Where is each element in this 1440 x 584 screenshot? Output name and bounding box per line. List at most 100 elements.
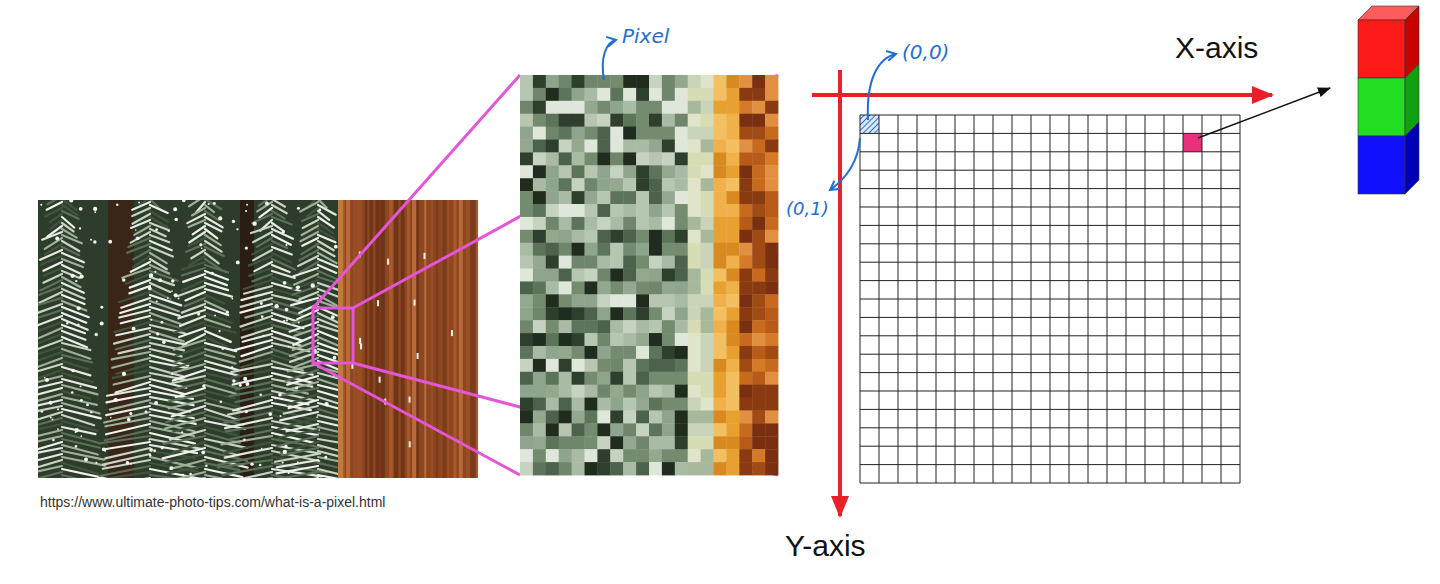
snow-speck [288,346,290,348]
snow-speck [316,416,318,418]
pixel-cell [610,462,623,475]
pixel-cell [636,152,649,165]
pixel-cell [585,436,598,449]
snow-speck [93,240,96,243]
pixel-cell [546,398,559,411]
pixel-cell [726,281,739,294]
pixel-cell [559,307,572,320]
branch [62,349,90,359]
snowy-branches [38,200,361,478]
pixel-cell [559,191,572,204]
pixel-cell [752,204,765,217]
branch [165,418,205,429]
pixel-cell [714,165,727,178]
branch [150,313,181,324]
branch [62,277,81,287]
pixel-cell [714,178,727,191]
pixel-cell [688,178,701,191]
snow-speck [122,372,126,376]
branch [299,250,318,260]
pixel-cell [701,243,714,256]
snow-speck [145,410,148,413]
snow-speck [49,401,53,405]
pixel-cell [559,75,572,88]
pixel-cell [688,217,701,230]
pixel-cell [752,88,765,101]
pixel-cell [649,320,662,333]
pixel-cell [636,256,649,269]
pixel-cell [714,269,727,282]
pixel-cell [585,307,598,320]
branch [272,259,295,270]
pixel-cell [714,462,727,475]
pixel-cell [546,230,559,243]
branch [40,280,62,290]
pixel-cell [675,307,688,320]
branch [112,352,150,359]
snow-speck [100,321,104,325]
branch [38,394,62,404]
branch [172,406,205,416]
pixel-cell [688,385,701,398]
pixel-cell [675,114,688,127]
bark-stripe [424,200,426,478]
pixel-cell [623,410,636,423]
grid-line [860,391,1240,392]
branch [182,280,205,290]
pixel-cell [597,88,610,101]
pixel-cell [623,294,636,307]
branch [38,472,62,478]
branch [150,475,204,478]
pixel-cell [739,449,752,462]
pixel-cell [675,423,688,436]
pixel-cell [726,449,739,462]
pixel-cell [765,140,778,153]
pixel-cell [585,320,598,333]
grid-line [860,317,1240,318]
pixel-cell [765,204,778,217]
snow-speck [178,297,180,299]
branch [272,295,303,302]
pixel-cell [765,101,778,114]
pixel-cell [726,204,739,217]
branch [45,238,62,249]
pixel-cell [765,333,778,346]
pixel-cell [520,191,533,204]
snow-speck [79,207,83,211]
branch [103,454,150,465]
pixel-cell [623,152,636,165]
pixel-cell [675,462,688,475]
snow-fleck [409,441,411,447]
pixel-cell [585,127,598,140]
pixel-cell [675,127,688,140]
pixel-cell [610,294,623,307]
pixel-cell [714,217,727,230]
pixel-cell [572,320,585,333]
pixel-cell [546,294,559,307]
branch [38,358,62,368]
pixel-cell [533,101,546,114]
snow-speck [45,378,49,382]
snow-speck [274,397,277,400]
pixel-cell [559,114,572,127]
snow-speck [127,418,131,422]
pixel-cell [739,165,752,178]
snow-fleck [360,343,362,349]
snow-speck [132,327,136,331]
pixel-cell [597,217,610,230]
branch [170,430,205,440]
pixel-cell [623,398,636,411]
pixel-cell [623,281,636,294]
snow-speck [77,323,79,325]
pixel-cell [559,359,572,372]
pixel-cell [623,333,636,346]
pixel-cell [739,204,752,217]
pixel-cell [572,140,585,153]
snow-speck [268,412,272,416]
pixel-cell [739,307,752,320]
pixel-cell [623,204,636,217]
pixel-cell [765,294,778,307]
snow-speck [182,200,186,202]
pixel-cell [546,423,559,436]
pixel-cell [623,230,636,243]
